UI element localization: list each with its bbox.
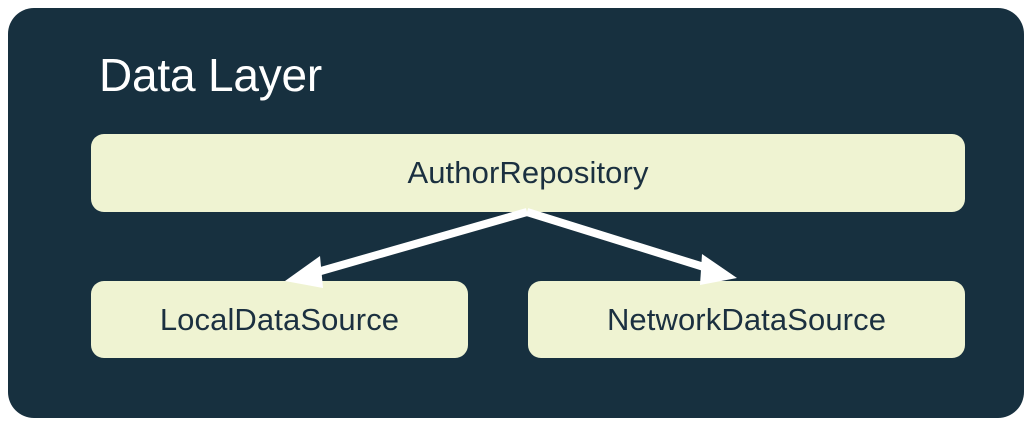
node-network-data-source[interactable]: NetworkDataSource bbox=[528, 281, 965, 358]
layer-title: Data Layer bbox=[99, 49, 323, 101]
node-author-repository[interactable]: AuthorRepository bbox=[91, 134, 965, 212]
node-author-repository-label: AuthorRepository bbox=[407, 155, 649, 190]
node-local-data-source-label: LocalDataSource bbox=[159, 301, 400, 337]
node-network-data-source-label: NetworkDataSource bbox=[606, 301, 887, 337]
node-local-data-source[interactable]: LocalDataSource bbox=[91, 281, 468, 358]
